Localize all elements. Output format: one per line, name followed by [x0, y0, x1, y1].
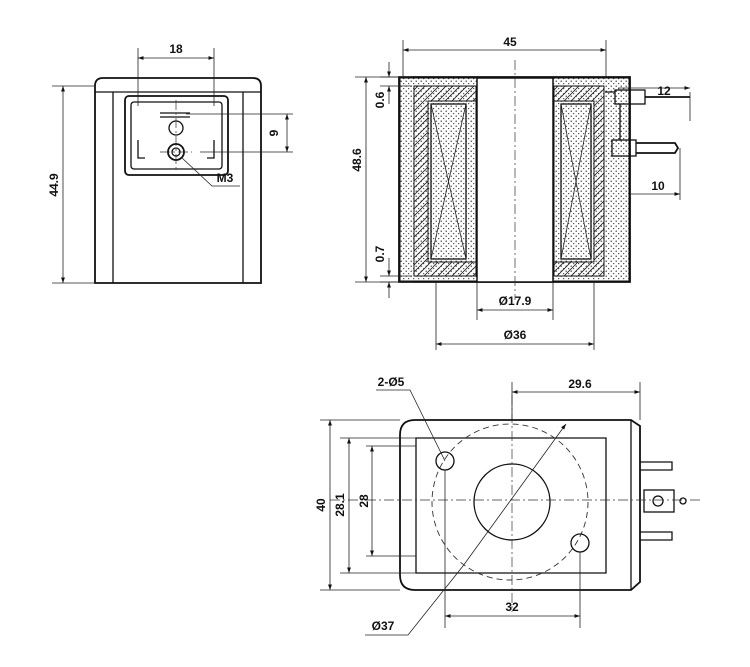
ground-pin [160, 112, 190, 118]
front-width-label: 18 [169, 42, 183, 56]
bore-label: Ø17.9 [499, 294, 532, 308]
offset-label: 29.6 [568, 377, 592, 391]
section-view: 45 48.6 0.6 0.7 12 10 Ø17.9 Ø36 [350, 35, 691, 350]
bore [476, 77, 554, 283]
thread-label: M3 [217, 171, 234, 185]
inner-height-label: 28.1 [333, 493, 347, 517]
terminal-top-label: 12 [657, 84, 671, 98]
front-height-label: 44.9 [47, 173, 61, 197]
front-pin-spacing-label: 9 [267, 129, 281, 136]
connector-pins [640, 461, 673, 541]
winding-right [560, 103, 592, 260]
bottom-view-outline [399, 419, 641, 591]
section-width-label: 45 [503, 35, 517, 49]
bobbin-right [553, 85, 605, 277]
circle-diameter-label: Ø37 [372, 619, 395, 633]
bolt-circle [431, 423, 589, 581]
bottom-height-label: 40 [314, 498, 328, 512]
section-height-label: 48.6 [350, 148, 364, 172]
terminal-bottom-label: 10 [651, 179, 665, 193]
front-view: 18 9 44.9 M3 [47, 42, 293, 284]
front-view-outline [94, 77, 262, 284]
winding-left [430, 103, 467, 260]
pin-slots [137, 140, 215, 159]
bottom-wall-label: 0.7 [373, 245, 387, 262]
bottom-view: Ø37 2-Ø5 29.6 40 28.1 28 32 [314, 375, 700, 636]
connector-window [124, 95, 229, 176]
ground-tab [643, 489, 675, 513]
terminal-bottom [611, 139, 637, 157]
bobbin-left [413, 85, 477, 277]
outer-diameter-label: Ø36 [504, 328, 527, 342]
inner-window [415, 437, 607, 574]
holes-label: 2-Ø5 [378, 375, 405, 389]
window-label: 28 [357, 494, 371, 508]
top-wall-label: 0.6 [373, 91, 387, 108]
hole-spacing-label: 32 [505, 600, 519, 614]
